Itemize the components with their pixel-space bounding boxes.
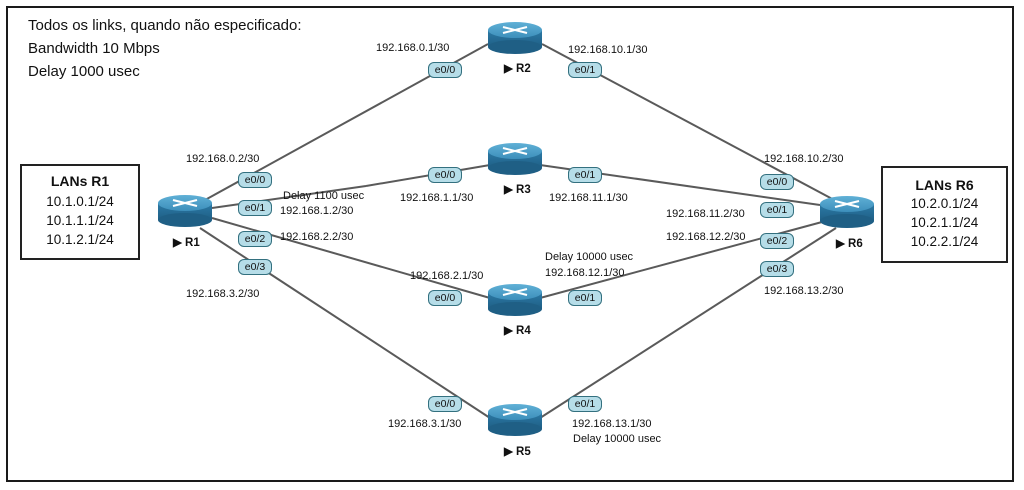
ip-label-r1-e02: 192.168.2.2/30 [280,231,354,243]
port-r5-e01[interactable]: e0/1 [568,396,602,412]
router-r5[interactable] [488,404,542,436]
port-r4-e01[interactable]: e0/1 [568,290,602,306]
ip-label-r1-e03: 192.168.3.2/30 [186,288,260,300]
port-r6-e01[interactable]: e0/1 [760,202,794,218]
port-r3-e01[interactable]: e0/1 [568,167,602,183]
ip-label-r2-e01: 192.168.10.1/30 [568,44,648,56]
router-r4[interactable] [488,284,542,316]
router-r3-label: ▶ R3 [504,184,531,196]
ip-label-r1-e00: 192.168.0.2/30 [186,153,260,165]
router-r1-label: ▶ R1 [173,237,200,249]
port-r1-e02[interactable]: e0/2 [238,231,272,247]
router-r5-label: ▶ R5 [504,446,531,458]
lan-r6-box: LANs R6 10.2.0.1/24 10.2.1.1/24 10.2.2.1… [881,166,1008,263]
lan-r1-box: LANs R1 10.1.0.1/24 10.1.1.1/24 10.1.2.1… [20,164,140,260]
port-r6-e02[interactable]: e0/2 [760,233,794,249]
link-r1-r4 [211,217,491,299]
port-r1-e01[interactable]: e0/1 [238,200,272,216]
note-default-links: Todos os links, quando não especificado: [28,17,302,34]
delay-label-r1-r3: Delay 1100 usec [283,190,365,202]
ip-label-r4-e01: 192.168.12.1/30 [545,267,625,279]
ip-label-r6-e02: 192.168.12.2/30 [666,231,746,243]
lan-r6-address: 10.2.2.1/24 [910,234,979,249]
note-delay: Delay 1000 usec [28,63,140,80]
router-r1[interactable] [158,195,212,227]
ip-label-r5-e01: 192.168.13.1/30 [572,418,652,430]
lan-r1-address: 10.1.2.1/24 [46,232,114,247]
lan-r1-address: 10.1.1.1/24 [46,213,114,228]
ip-label-r5-e00: 192.168.3.1/30 [388,418,462,430]
link-r1-r3 [211,185,367,209]
lan-r6-address: 10.2.1.1/24 [910,215,979,230]
delay-label-r5-r6: Delay 10000 usec [573,433,662,445]
lan-r1-address: 10.1.0.1/24 [46,194,114,209]
ip-label-r2-e00: 192.168.0.1/30 [376,42,450,54]
lan-r1-title: LANs R1 [50,173,110,189]
port-r1-e03[interactable]: e0/3 [238,259,272,275]
ip-label-r6-e03: 192.168.13.2/30 [764,285,844,297]
port-r6-e03[interactable]: e0/3 [760,261,794,277]
ip-label-r1-e01: 192.168.1.2/30 [280,205,354,217]
ip-label-r6-e01: 192.168.11.2/30 [666,208,745,220]
ip-label-r3-e01: 192.168.11.1/30 [549,192,628,204]
lan-r6-address: 10.2.0.1/24 [910,196,979,211]
router-r3[interactable] [488,143,542,175]
ip-label-r6-e00: 192.168.10.2/30 [764,153,844,165]
router-r6-label: ▶ R6 [836,238,863,250]
diagram-frame [6,6,1014,482]
port-r3-e00[interactable]: e0/0 [428,167,462,183]
delay-label-r4-r6: Delay 10000 usec [545,251,634,263]
ip-label-r3-e00: 192.168.1.1/30 [400,192,474,204]
ip-label-r4-e00: 192.168.2.1/30 [410,270,484,282]
router-r6[interactable] [820,196,874,228]
link-r5-r6 [539,227,837,419]
port-r2-e00[interactable]: e0/0 [428,62,462,78]
port-r2-e01[interactable]: e0/1 [568,62,602,78]
note-bandwidth: Bandwidth 10 Mbps [28,40,160,57]
lan-r6-title: LANs R6 [915,177,974,193]
router-r4-label: ▶ R4 [504,325,531,337]
router-r2-label: ▶ R2 [504,63,531,75]
port-r6-e00[interactable]: e0/0 [760,174,794,190]
port-r5-e00[interactable]: e0/0 [428,396,462,412]
port-r1-e00[interactable]: e0/0 [238,172,272,188]
port-r4-e00[interactable]: e0/0 [428,290,462,306]
router-r2[interactable] [488,22,542,54]
